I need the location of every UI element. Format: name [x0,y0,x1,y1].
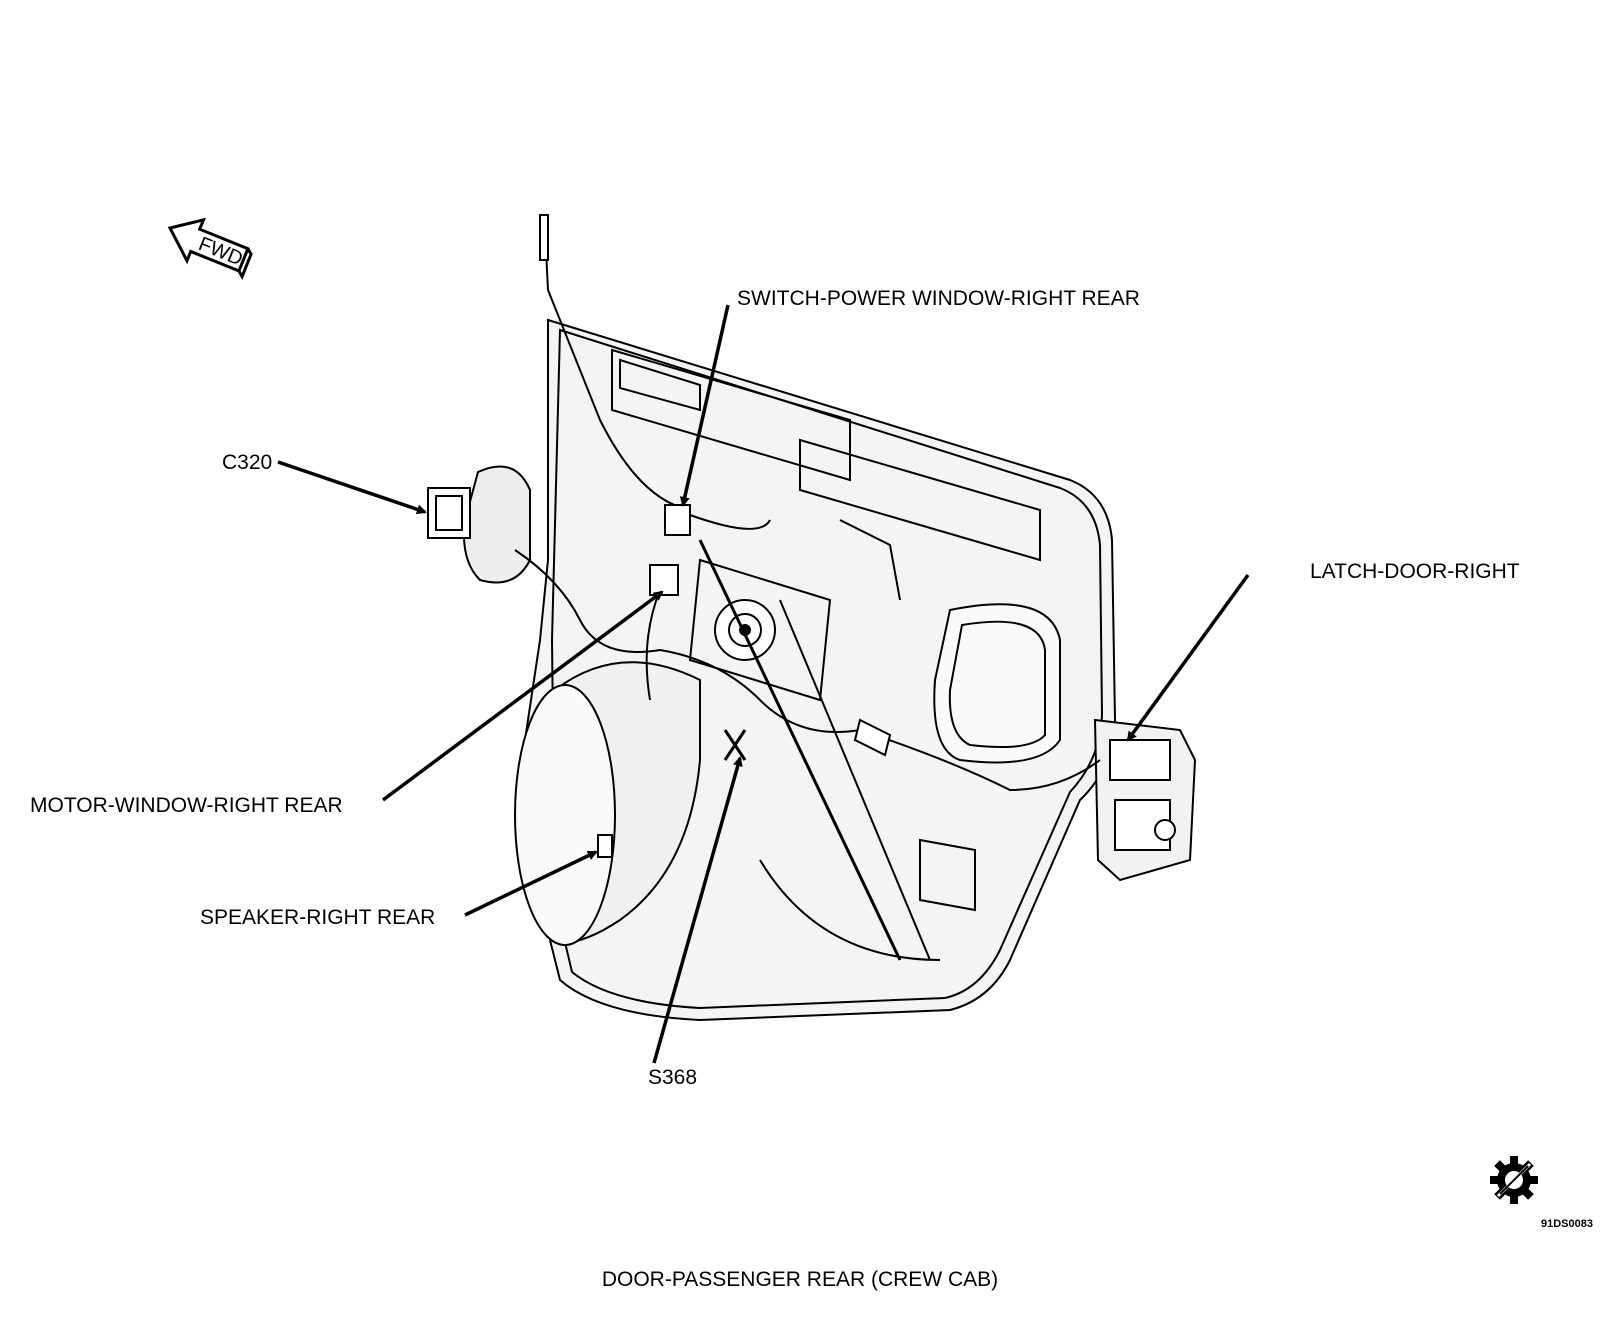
leader-switch [679,304,730,507]
figure-code: 91DS0083 [1541,1218,1593,1230]
label-latch-door: LATCH-DOOR-RIGHT [1310,560,1520,583]
label-motor-window: MOTOR-WINDOW-RIGHT REAR [30,794,343,817]
diagram-caption: DOOR-PASSENGER REAR (CREW CAB) [601,1268,999,1291]
forward-arrow-icon: FWD [167,217,253,280]
leader-c320 [277,460,427,515]
leader-speaker [464,850,598,917]
label-switch-power-window: SWITCH-POWER WINDOW-RIGHT REAR [737,287,1140,310]
door-latch [1093,718,1197,882]
label-speaker: SPEAKER-RIGHT REAR [200,906,436,929]
gear-icon [1490,1156,1538,1204]
label-c320: C320 [222,451,273,474]
leader-latch [1126,573,1250,742]
leader-lines [277,304,1250,1064]
leader-motor [381,590,664,802]
window-motor [714,599,776,661]
leader-s368 [652,756,743,1064]
label-s368: S368 [648,1066,698,1089]
c320-connector [427,465,531,584]
